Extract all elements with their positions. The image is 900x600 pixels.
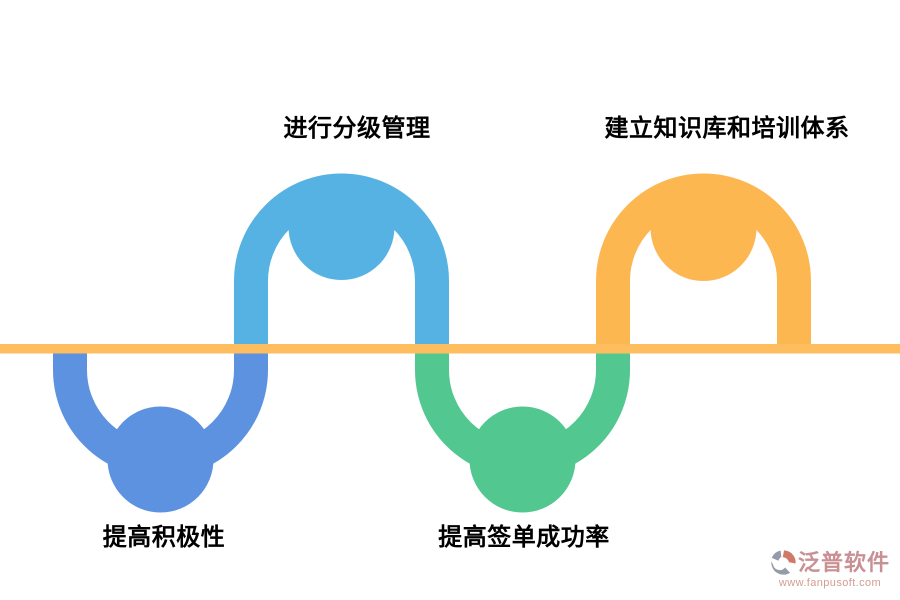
milestone-label-3: 提高签单成功率 [438,524,610,551]
fanpu-logo-icon [771,550,796,575]
timeline-axis [0,344,900,354]
milestone-circle-1 [107,406,214,513]
milestone-circle-4 [650,175,757,281]
milestone-label-4: 建立知识库和培训体系 [604,115,850,142]
milestone-label-1: 提高积极性 [102,524,226,551]
milestone-circle-3 [469,406,576,513]
milestone-label-2: 进行分级管理 [283,115,431,142]
milestone-circle-2 [288,174,395,280]
watermark: 泛普软件 www.fanpusoft.com [770,549,890,589]
watermark-brand: 泛普软件 [798,549,891,575]
watermark-url: www.fanpusoft.com [778,577,882,589]
